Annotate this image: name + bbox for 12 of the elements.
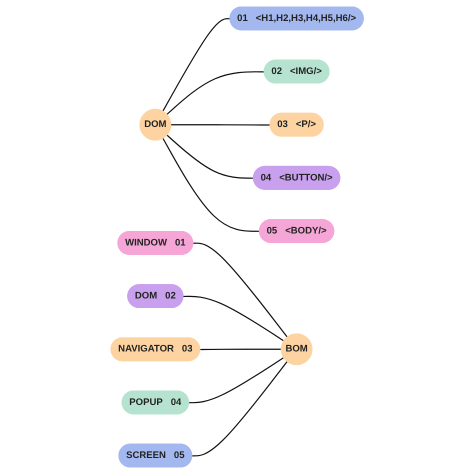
node-circle: BOM [280,333,312,366]
connector [170,124,270,126]
connector [162,18,230,112]
connector [166,134,254,179]
node-circle: DOM [139,108,172,141]
connector [162,138,260,232]
connector [166,71,264,115]
connector [200,348,281,350]
connector [183,296,284,342]
connector [193,242,288,338]
connector [188,357,284,404]
connector [192,361,288,456]
